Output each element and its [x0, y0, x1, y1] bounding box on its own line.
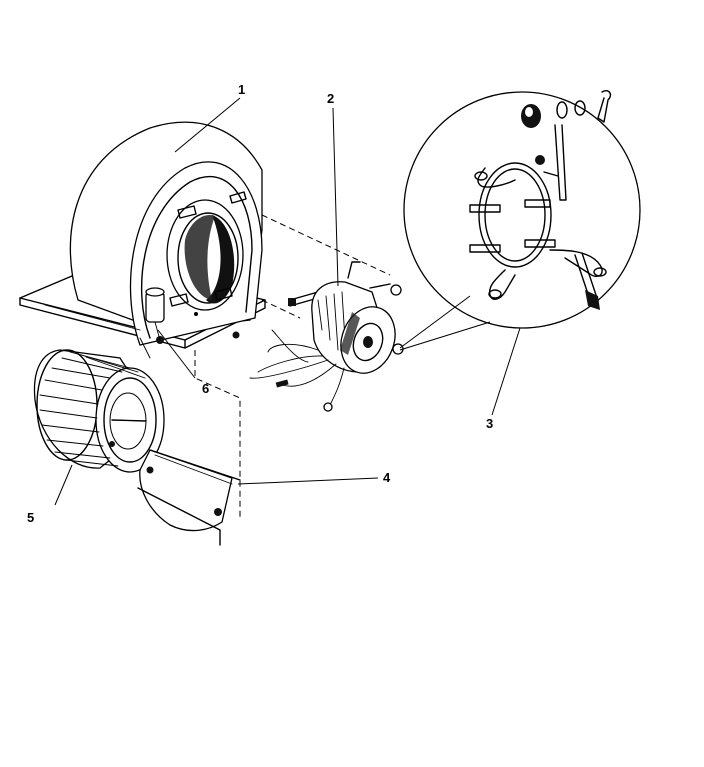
callout-1: 1 — [238, 82, 245, 97]
callout-3: 3 — [486, 416, 493, 431]
motor-mount-detail — [399, 90, 641, 351]
cutoff-plate — [137, 449, 241, 546]
callout-2: 2 — [327, 91, 334, 106]
callout-5: 5 — [27, 510, 34, 525]
blower-wheel — [33, 349, 165, 473]
leader-5 — [54, 464, 73, 506]
leader-3 — [491, 327, 521, 416]
leader-1 — [174, 97, 241, 153]
capacitor-bracket — [145, 287, 165, 341]
blower-housing — [19, 121, 266, 359]
leader-4 — [237, 477, 379, 485]
callout-4: 4 — [383, 470, 391, 485]
callout-6: 6 — [202, 381, 209, 396]
leader-2 — [332, 107, 339, 287]
leader-6 — [157, 329, 196, 379]
blower-motor — [249, 261, 404, 412]
